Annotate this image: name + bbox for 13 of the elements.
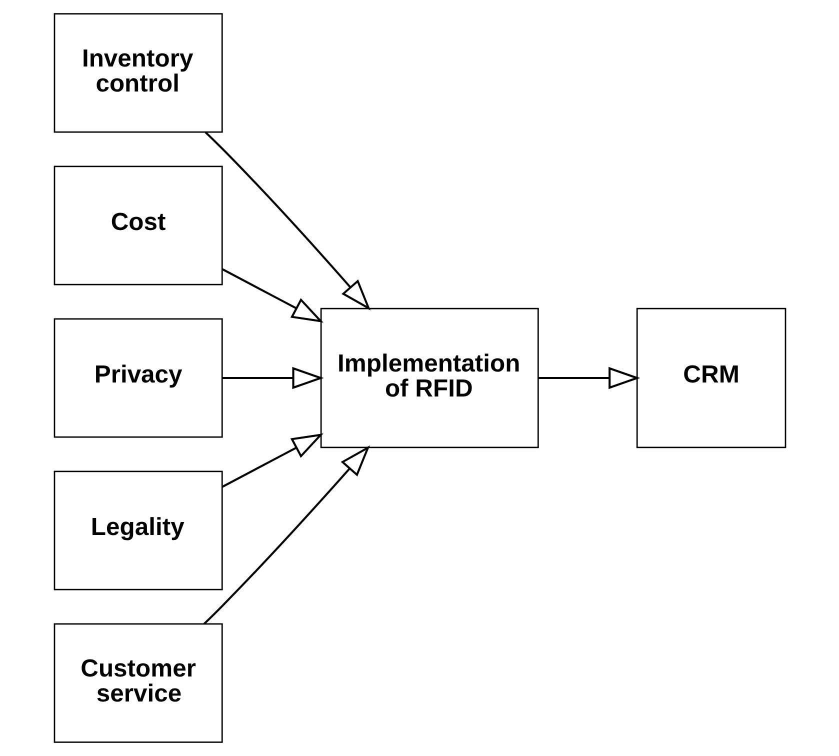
node-box: Privacy — [53, 318, 222, 438]
node-box: Legality — [53, 470, 222, 590]
arrow — [221, 268, 324, 323]
arrow — [202, 445, 370, 625]
node-box: Customer service — [53, 623, 222, 743]
arrow — [222, 366, 324, 390]
node-box: Implementation of RFID — [320, 308, 538, 448]
node-box: CRM — [636, 308, 786, 448]
arrow — [221, 433, 324, 488]
node-box: Cost — [53, 166, 222, 286]
arrow — [204, 131, 370, 310]
arrow — [538, 366, 640, 390]
node-box: Inventory control — [53, 13, 222, 133]
